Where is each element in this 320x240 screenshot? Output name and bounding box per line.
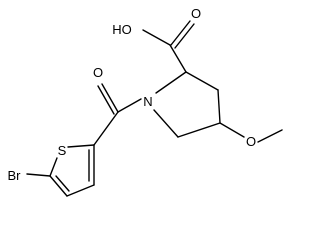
bond-o-ch3 xyxy=(257,129,283,143)
acid-carbonyl-oxygen-label: O xyxy=(191,6,201,21)
chemical-structure: HO O N O O S Br xyxy=(8,6,283,197)
sulfur-label: S xyxy=(58,143,67,158)
hydroxyl-label: HO xyxy=(112,22,132,37)
nitrogen-label: N xyxy=(143,94,152,109)
bond-c5t-c4t-inner xyxy=(55,175,70,192)
bond-c4t-c3t xyxy=(66,184,95,197)
bond-n-co xyxy=(117,98,142,113)
bond-s-c5t xyxy=(49,157,58,177)
bond-c5-n xyxy=(153,109,179,138)
bond-co-double-a xyxy=(101,83,119,113)
bond-cooh-to-c2 xyxy=(169,44,187,73)
bond-c5t-c4t xyxy=(49,175,68,197)
amide-carbonyl-oxygen-label: O xyxy=(93,65,103,80)
bond-c-o-double-a xyxy=(170,20,191,46)
bond-co-double-b xyxy=(97,85,115,115)
bond-c4-o xyxy=(219,122,245,138)
bond-c2-c3 xyxy=(185,71,219,91)
bond-c4-c5 xyxy=(177,122,221,138)
bond-c-oh xyxy=(142,29,171,46)
bond-n-c2 xyxy=(155,71,187,94)
bond-c-o-double-b xyxy=(174,23,195,49)
bond-c5t-br xyxy=(26,173,51,177)
bond-c2t-s xyxy=(67,144,95,148)
bond-co-thiophene xyxy=(93,111,119,146)
methoxy-oxygen-label: O xyxy=(246,134,256,149)
bromine-label: Br xyxy=(8,168,22,183)
bond-c3-c4 xyxy=(217,89,221,124)
